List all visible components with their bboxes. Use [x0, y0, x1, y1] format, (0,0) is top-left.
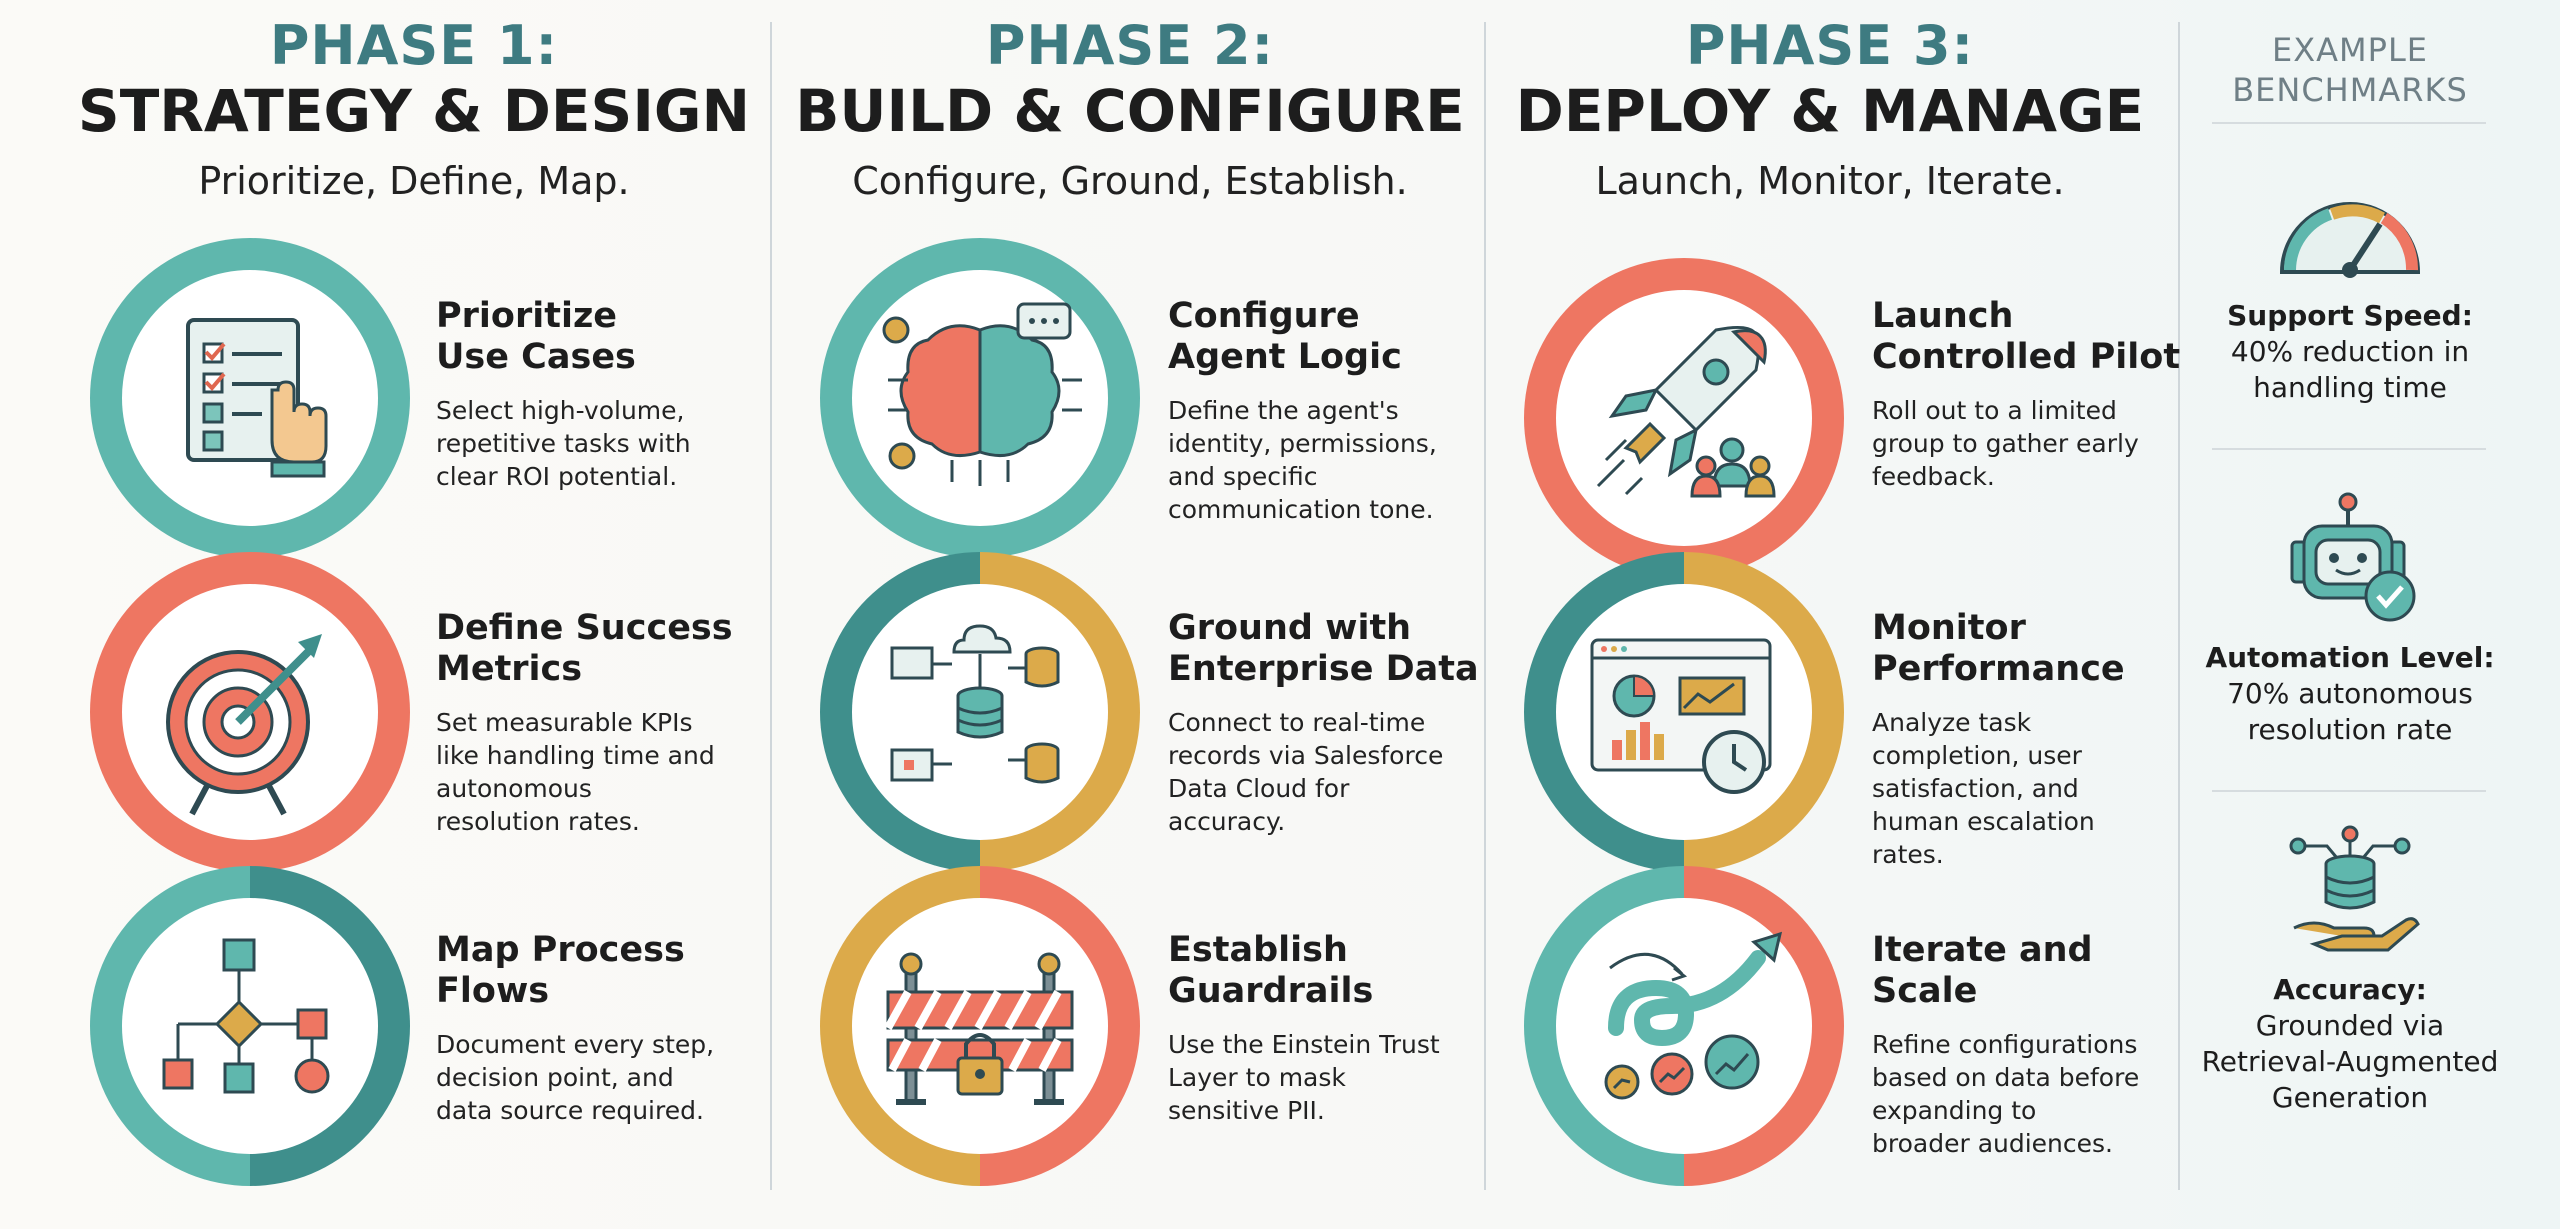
phase-1-number: PHASE 1: [269, 14, 559, 77]
step-description: Use the Einstein Trust Layer to mask sen… [1168, 1030, 1440, 1125]
step-title-line: Launch [1872, 296, 2014, 336]
step-title-line: Establish [1168, 930, 1348, 970]
benchmark-divider [2212, 790, 2486, 792]
step-title-line: Ground with [1168, 608, 1412, 648]
robot-check-icon [2290, 492, 2416, 622]
step-title-line: Prioritize [436, 296, 618, 336]
phase-2-number: PHASE 2: [985, 14, 1275, 77]
database-hand-icon [2289, 825, 2420, 952]
step-ring [1524, 866, 1844, 1186]
divider-1 [770, 22, 772, 1190]
rocket-icon [1596, 325, 1776, 498]
benchmark-accuracy: Accuracy: Grounded via Retrieval-Augment… [2201, 973, 2499, 1114]
speedometer-icon [2279, 202, 2421, 278]
step-title-line: Guardrails [1168, 971, 1374, 1011]
step-ring [820, 552, 1140, 872]
step-description: Document every step, decision point, and… [436, 1030, 715, 1125]
step-title-line: Agent Logic [1168, 337, 1402, 377]
phase-3-title: DEPLOY & MANAGE [1515, 77, 2145, 145]
step-title-line: Performance [1872, 649, 2125, 689]
step-ring [1524, 258, 1844, 578]
barrier-lock-icon [884, 952, 1074, 1105]
phase-2-title: BUILD & CONFIGURE [795, 77, 1465, 145]
step-title-line: Scale [1872, 971, 1978, 1011]
flowchart-icon [162, 938, 330, 1094]
step-description: Select high-volume, repetitive tasks wit… [436, 396, 691, 491]
step-ring [90, 238, 410, 558]
step-title-line: Use Cases [436, 337, 636, 377]
phase-3-number: PHASE 3: [1685, 14, 1975, 77]
benchmark-automation-level: Automation Level: 70% autonomous resolut… [2205, 641, 2495, 746]
phase-1-subtitle: Prioritize, Define, Map. [198, 159, 630, 203]
step-ring [820, 238, 1140, 558]
step-title-line: Controlled Pilot [1872, 337, 2181, 377]
step-title-line: Metrics [436, 649, 583, 689]
divider-3 [2178, 22, 2180, 1190]
growth-loop-icon [1604, 931, 1783, 1100]
phase-2-header: PHASE 2: BUILD & CONFIGURE Configure, Gr… [780, 16, 1480, 206]
step-ring [820, 866, 1140, 1186]
benchmark-divider [2212, 122, 2486, 124]
step-title-line: Map Process [436, 930, 685, 970]
phase-3-header: PHASE 3: DEPLOY & MANAGE Launch, Monitor… [1480, 16, 2180, 206]
step-description: Roll out to a limited group to gather ea… [1872, 396, 2139, 491]
benchmarks-heading: EXAMPLE BENCHMARKS [2232, 31, 2468, 109]
step-ring [90, 866, 410, 1186]
phase-1-title: STRATEGY & DESIGN [77, 77, 751, 145]
step-ring [1524, 552, 1844, 872]
step-description: Connect to real-time records via Salesfo… [1168, 708, 1444, 836]
target-icon [166, 634, 322, 816]
step-description: Analyze task completion, user satisfacti… [1872, 708, 2095, 869]
step-title-line: Configure [1168, 296, 1360, 336]
data-network-icon [890, 624, 1060, 784]
brain-icon [882, 302, 1082, 486]
step-description: Set measurable KPIs like handling time a… [436, 708, 715, 836]
phase-3-subtitle: Launch, Monitor, Iterate. [1595, 159, 2065, 203]
step-title-line: Define Success [436, 608, 733, 648]
step-title-line: Monitor [1872, 608, 2026, 648]
step-title-line: Enterprise Data [1168, 649, 1479, 689]
benchmark-divider [2212, 448, 2486, 450]
divider-2 [1484, 22, 1486, 1190]
step-title-line: Flows [436, 971, 550, 1011]
dashboard-icon [1590, 638, 1772, 794]
phase-1-header: PHASE 1: STRATEGY & DESIGN Prioritize, D… [64, 16, 764, 206]
step-title-line: Iterate and [1872, 930, 2093, 970]
benchmark-support-speed: Support Speed: 40% reduction in handling… [2227, 299, 2473, 404]
checklist-icon [186, 318, 328, 478]
phase-2-subtitle: Configure, Ground, Establish. [852, 159, 1408, 203]
step-description: Refine configurations based on data befo… [1872, 1030, 2140, 1158]
step-description: Define the agent's identity, permissions… [1168, 396, 1437, 524]
step-ring [90, 552, 410, 872]
